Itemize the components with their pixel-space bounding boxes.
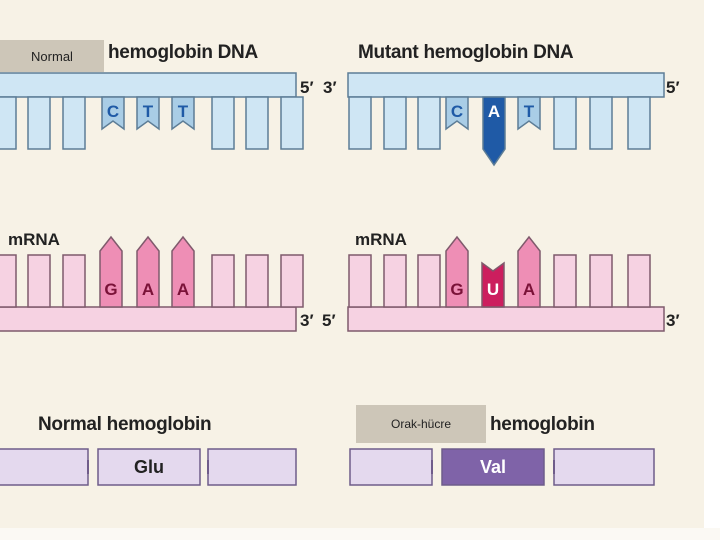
normal-dna-base-highlight — [171, 96, 195, 131]
mutant-mrna-base — [417, 254, 441, 308]
mutant-mrna-base-letter: G — [450, 280, 463, 299]
normal-mrna-base — [245, 254, 269, 308]
normal-mrna-base-highlight — [171, 235, 195, 308]
mutant-dna-3prime: 3′ — [323, 78, 337, 97]
mutant-dna-base — [417, 96, 441, 150]
mutant-dna-5prime: 5′ — [666, 78, 680, 97]
mutant-mrna-base — [553, 254, 577, 308]
normal-mrna-title: mRNA — [8, 230, 60, 249]
mutant-dna-base-highlight — [517, 96, 541, 131]
mutant-dna-title: Mutant hemoglobin DNA — [358, 42, 574, 63]
mutant-amino-acid-box — [441, 448, 545, 486]
normal-tag-text: Normal — [31, 48, 73, 64]
mutant-dna-base-letter: C — [451, 102, 463, 121]
normal-dna-title: hemoglobin DNA — [108, 42, 258, 63]
normal-mrna-base — [211, 254, 235, 308]
normal-mrna-base — [27, 254, 51, 308]
normal-protein-title: Normal hemoglobin — [38, 414, 212, 435]
right-margin — [704, 0, 720, 540]
normal-dna-base-letter: T — [178, 102, 189, 121]
mutant-protein-segment — [553, 448, 655, 486]
normal-dna-base — [245, 96, 269, 150]
mutant-dna-base-letter: A — [488, 102, 500, 121]
mutant-mrna-base-letter: A — [523, 280, 535, 299]
mutant-dna-base — [348, 96, 372, 150]
normal-dna-base — [280, 96, 304, 150]
mutant-mrna-base — [589, 254, 613, 308]
normal-mrna-base-letter: A — [142, 280, 154, 299]
normal-mrna-base — [62, 254, 86, 308]
normal-protein-segment — [207, 448, 297, 486]
normal-amino-acid-label: Glu — [134, 457, 164, 477]
mutant-dna-base-highlight — [482, 96, 506, 167]
mutant-mrna-base — [348, 254, 372, 308]
normal-mrna-base-letter: A — [177, 280, 189, 299]
mutant-mrna-base — [383, 254, 407, 308]
normal-mrna-3prime: 3′ — [300, 311, 314, 330]
sickle-cell-tag-text: Orak-hücre — [390, 417, 452, 431]
mutant-dna-base — [589, 96, 613, 150]
normal-dna-base — [211, 96, 235, 150]
normal-dna-base-highlight — [136, 96, 160, 131]
mutant-mrna-base-letter: U — [487, 280, 499, 299]
normal-mrna-base — [0, 254, 17, 308]
mutant-dna-backbone — [347, 72, 665, 98]
sickle-cell-tag: Orak-hücre — [356, 405, 486, 443]
normal-tag: Normal — [0, 40, 104, 72]
normal-mrna-base-highlight — [136, 235, 160, 308]
normal-dna-base-letter: T — [143, 102, 154, 121]
mutant-dna-base-highlight — [445, 96, 469, 131]
mutant-mrna-base-highlight — [445, 235, 469, 308]
mutant-mrna-3prime: 3′ — [666, 311, 680, 330]
normal-dna-base-letter: C — [107, 102, 119, 121]
mutant-protein-segment — [349, 448, 433, 486]
mutant-mrna-base-highlight — [517, 235, 541, 308]
normal-dna-base — [27, 96, 51, 150]
mutant-dna-base — [383, 96, 407, 150]
mutant-amino-acid-label: Val — [480, 457, 506, 477]
mutant-dna-base — [627, 96, 651, 150]
mutant-protein-title: hemoglobin — [490, 414, 595, 435]
normal-dna-base — [0, 96, 17, 150]
normal-dna-base-highlight — [101, 96, 125, 131]
normal-dna-base — [62, 96, 86, 150]
normal-mrna-base — [280, 254, 304, 308]
normal-mrna-backbone — [0, 306, 297, 332]
mutant-mrna-title: mRNA — [355, 230, 407, 249]
normal-protein-segment — [0, 448, 89, 486]
normal-mrna-base-letter: G — [104, 280, 117, 299]
normal-dna-backbone — [0, 72, 297, 98]
mutant-dna-base-letter: T — [524, 102, 535, 121]
mutant-mrna-base — [627, 254, 651, 308]
mutant-mrna-base-highlight — [481, 261, 505, 308]
normal-mrna-base-highlight — [99, 235, 123, 308]
mutant-mrna-5prime: 5′ — [322, 311, 336, 330]
mutant-dna-base — [553, 96, 577, 150]
bottom-margin — [0, 528, 720, 540]
normal-amino-acid-box — [97, 448, 201, 486]
normal-dna-5prime: 5′ — [300, 78, 314, 97]
mutant-mrna-backbone — [347, 306, 665, 332]
